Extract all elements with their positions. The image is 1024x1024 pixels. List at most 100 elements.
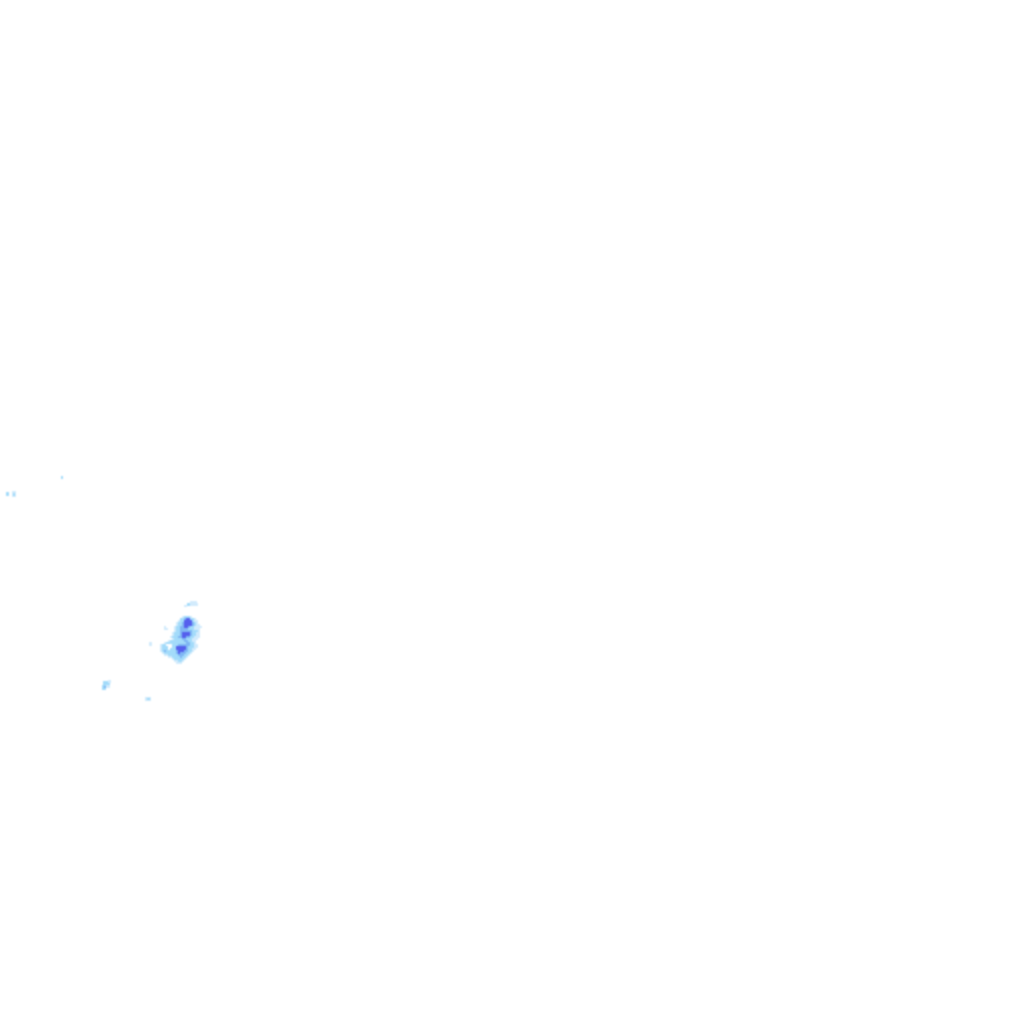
precip-fragment-west-speck-b [13, 493, 15, 496]
precip-cell [180, 628, 182, 630]
precip-cell [186, 616, 188, 618]
precip-cell [178, 628, 180, 630]
precip-cell [194, 648, 196, 650]
precip-cell [192, 626, 194, 628]
precip-cell [194, 634, 196, 636]
precip-cell [172, 656, 174, 658]
precip-cell [198, 626, 200, 628]
precip-cell [160, 644, 162, 646]
precip-cell [200, 626, 202, 628]
precip-cell [176, 644, 178, 646]
precip-cell [186, 624, 188, 626]
precip-cell [194, 618, 196, 620]
precip-cell [190, 644, 192, 646]
precip-cell [186, 656, 188, 658]
precip-cell [174, 650, 176, 652]
precip-cell [186, 628, 188, 630]
precip-cell [160, 648, 162, 650]
precip-fragment-southwest-blob [104, 686, 107, 688]
precip-cell [182, 616, 184, 618]
precip-cell [178, 624, 180, 626]
precip-cell [180, 642, 182, 644]
precip-cell [182, 618, 184, 620]
precip-cell [184, 628, 186, 630]
precip-cell [178, 620, 180, 622]
precip-cell [188, 632, 190, 634]
precip-cell [178, 656, 180, 658]
precip-cell [198, 630, 200, 632]
precip-cell [192, 640, 194, 642]
precip-cell [174, 660, 176, 662]
precip-cell [166, 652, 168, 654]
precip-cell [176, 652, 178, 654]
precip-cell [192, 630, 194, 632]
precip-cell [174, 654, 176, 656]
precip-cell [184, 620, 186, 622]
precip-cell [180, 620, 182, 622]
precip-cell [178, 654, 180, 656]
precip-cell [178, 622, 180, 624]
precip-cell [180, 650, 182, 652]
precip-cell [182, 658, 184, 660]
precip-cell [192, 622, 194, 624]
precip-cell [186, 630, 188, 632]
precip-cell [192, 644, 194, 646]
precip-cell [186, 634, 188, 636]
precip-cell [192, 638, 194, 640]
precip-cell [182, 622, 184, 624]
precip-fragment-north-dash [184, 605, 187, 607]
precip-cell [182, 630, 184, 632]
precip-cell [186, 636, 188, 638]
precip-cell [196, 632, 198, 634]
precip-cell [180, 658, 182, 660]
precip-cell [174, 632, 176, 634]
precip-cell [188, 628, 190, 630]
precip-cell [172, 652, 174, 654]
precip-cell [194, 642, 196, 644]
precip-cell [180, 646, 182, 648]
precip-cell [182, 646, 184, 648]
precip-cell [186, 632, 188, 634]
precip-cell [172, 658, 174, 660]
precip-cell [186, 642, 188, 644]
precip-cell [188, 624, 190, 626]
precip-cell [174, 640, 176, 642]
precip-cell [182, 628, 184, 630]
precip-cell [178, 648, 180, 650]
precip-cell [184, 646, 186, 648]
precip-cell [190, 650, 192, 652]
precip-cell [196, 628, 198, 630]
precip-cell [184, 644, 186, 646]
precip-cell [178, 650, 180, 652]
precip-cell [188, 616, 190, 618]
precip-cell [190, 620, 192, 622]
precip-cell [184, 658, 186, 660]
precip-cell [192, 620, 194, 622]
precip-cell [184, 656, 186, 658]
precip-cell [176, 624, 178, 626]
precip-cell [174, 644, 176, 646]
precip-cell [198, 636, 200, 638]
precip-cell [176, 636, 178, 638]
precip-fragment-west-speck-a [6, 492, 9, 496]
precip-cell [166, 654, 168, 656]
precip-cell [182, 638, 184, 640]
precip-cell [180, 632, 182, 634]
precip-cell [188, 650, 190, 652]
precip-cell [180, 652, 182, 654]
precip-cell [194, 624, 196, 626]
precip-cell [178, 660, 180, 662]
precip-cell [172, 640, 174, 642]
precip-cell [196, 624, 198, 626]
precip-cell [198, 624, 200, 626]
precip-cell [164, 642, 166, 644]
precip-cell [194, 640, 196, 642]
precip-cell [188, 646, 190, 648]
precip-cell [182, 640, 184, 642]
precip-cell [164, 628, 166, 630]
precip-cell [174, 636, 176, 638]
precip-cell [184, 632, 186, 634]
precip-cell [180, 636, 182, 638]
precip-fragment-northwest-speck [61, 476, 63, 479]
